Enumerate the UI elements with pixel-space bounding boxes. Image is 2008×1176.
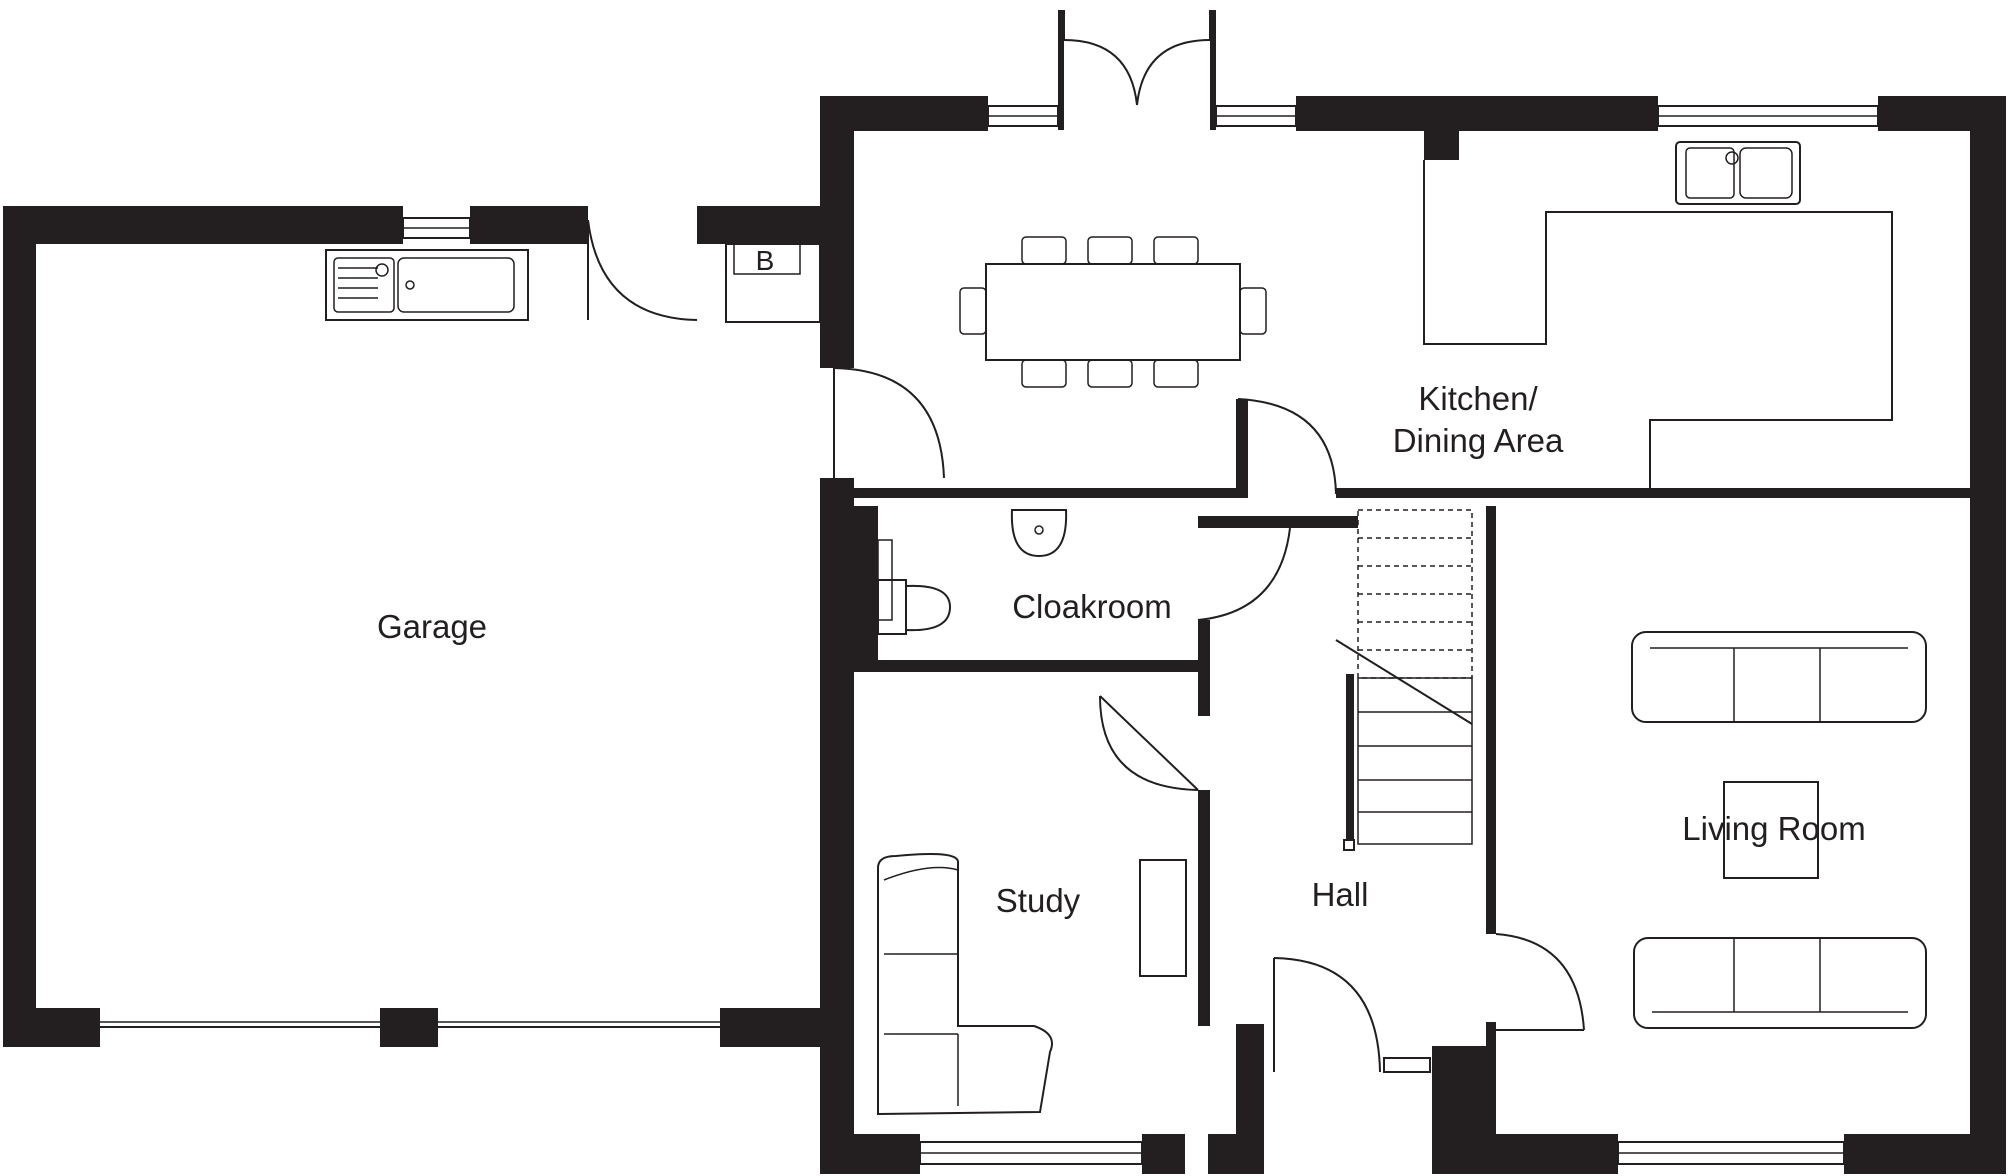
living-sofa-bottom	[1633, 937, 1927, 1029]
garage-sink	[325, 249, 529, 321]
boiler-label: B	[756, 245, 775, 276]
room-label-kitchen-line1: Kitchen/	[1418, 380, 1538, 417]
room-label-study: Study	[996, 882, 1081, 919]
room-label-living-room: Living Room	[1682, 810, 1865, 847]
staircase	[1335, 509, 1473, 851]
room-label-garage: Garage	[377, 608, 487, 645]
cloakroom-fixtures	[877, 509, 1068, 635]
dining-table	[959, 236, 1267, 388]
doors	[587, 10, 1585, 1073]
kitchen-units	[1423, 141, 1893, 488]
living-sofa-top	[1631, 631, 1927, 723]
study-sofa	[877, 853, 1053, 1116]
living-coffee-table	[1723, 781, 1819, 879]
windows	[100, 105, 1879, 1165]
room-labels: Garage Kitchen/ Dining Area Cloakroom St…	[377, 380, 1866, 919]
room-label-cloakroom: Cloakroom	[1012, 588, 1172, 625]
room-label-kitchen-line2: Dining Area	[1393, 422, 1564, 459]
boiler: B	[725, 243, 821, 323]
walls	[3, 10, 2006, 1174]
study-desk	[1139, 859, 1187, 977]
room-label-hall: Hall	[1312, 876, 1369, 913]
